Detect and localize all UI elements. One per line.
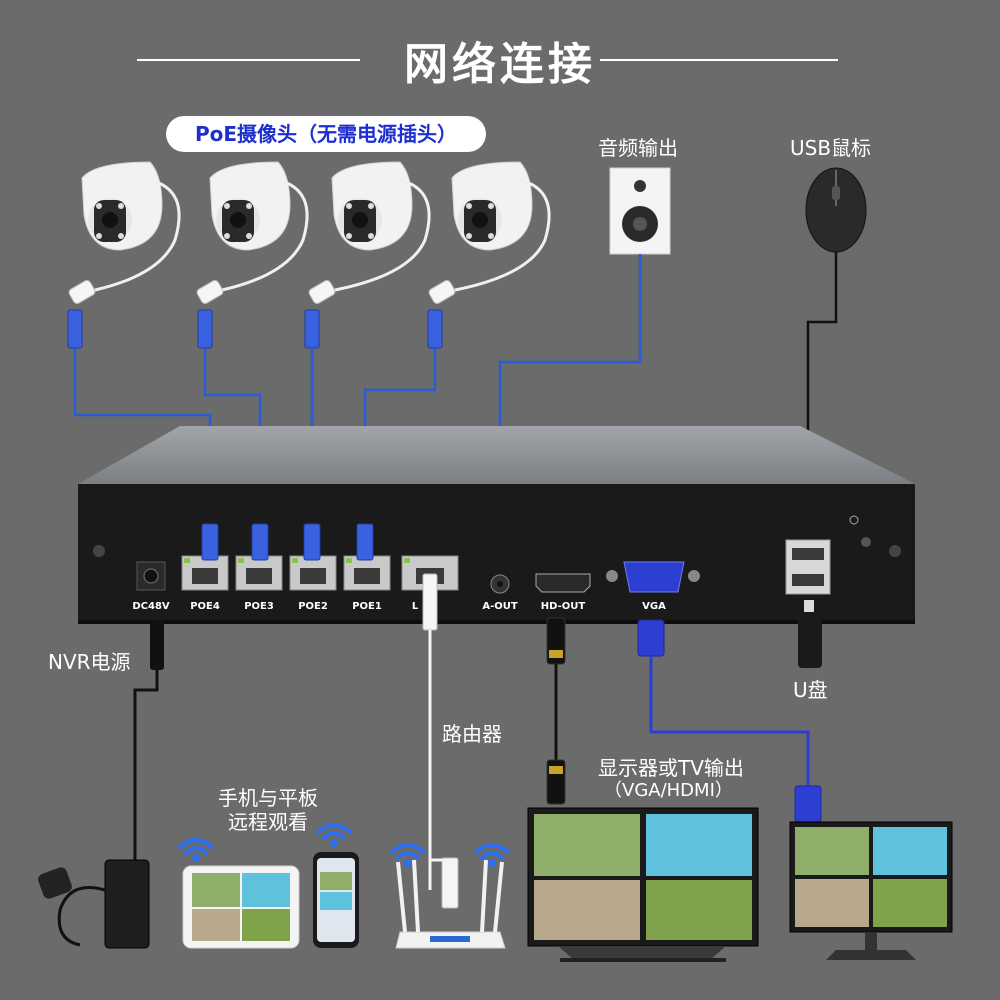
display-label-line1: 显示器或TV输出 [598,756,744,780]
vga-cable [637,619,822,823]
hdmi-cable [546,617,566,805]
camera-pigtail-cables [94,178,551,292]
phone-device [313,852,359,948]
port-label-vga: VGA [642,601,666,612]
rj45-couplers [68,280,456,304]
page-title: 网络连接 [404,39,596,90]
blue-plugs-nvr [201,523,374,561]
port-label-poe3: POE3 [244,601,274,612]
poe-camera-badge: PoE摄像头（无需电源插头） [166,116,486,152]
mouse-cable [806,252,838,488]
poe-camera-4 [81,161,163,251]
usb-mouse-label: USB鼠标 [790,136,872,160]
tv-display [527,807,759,962]
port-label-poe2: POE2 [298,601,328,612]
poe-camera-3 [209,161,291,251]
port-label-poe4: POE4 [190,601,220,612]
power-adapter [38,620,164,949]
wifi-icon [178,823,510,867]
u-disk-label: U盘 [793,678,828,702]
port-label-poe1: POE1 [352,601,382,612]
port-label-aout: A-OUT [482,601,518,612]
poe-camera-label: PoE摄像头（无需电源插头） [194,122,458,146]
tablet-device [182,865,300,949]
mobile-label-line1: 手机与平板 [218,786,318,810]
poe-camera-2 [331,161,413,251]
router-label: 路由器 [442,722,502,746]
poe-camera-1 [451,161,533,251]
nvr-power-label: NVR电源 [48,650,131,674]
display-label-line2: （VGA/HDMI） [604,780,733,801]
nvr-recorder [78,426,915,624]
port-label-dc: DC48V [132,601,170,612]
router-device [395,859,506,949]
port-label-lan: L [411,601,419,612]
monitor-display [789,821,953,960]
mobile-label-line2: 远程观看 [228,810,308,834]
usb-disk-icon [798,600,822,668]
router-cable [422,573,459,909]
usb-mouse-icon [805,167,867,253]
audio-out-label: 音频输出 [598,136,678,160]
blue-plugs-top [67,309,443,349]
speaker-icon [609,167,671,255]
port-label-hdout: HD-OUT [540,601,586,612]
